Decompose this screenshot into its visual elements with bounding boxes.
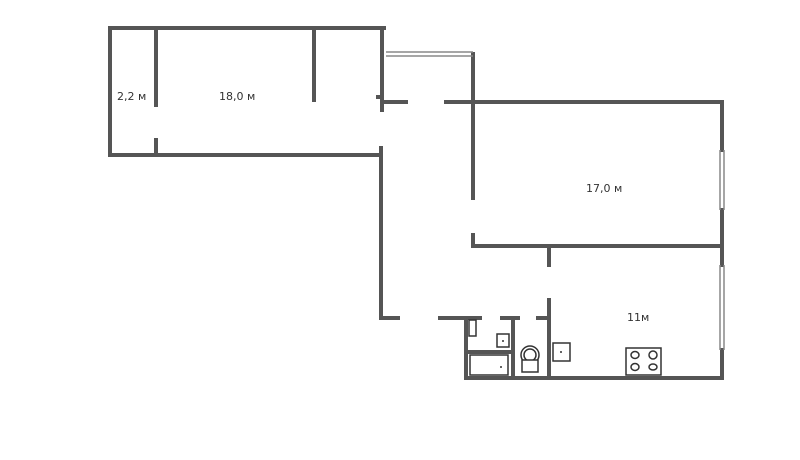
room-area-label: 11м bbox=[627, 311, 649, 324]
door-leaf bbox=[468, 319, 477, 337]
toilet-icon bbox=[520, 345, 540, 373]
fixtures bbox=[468, 319, 662, 376]
stove-icon bbox=[625, 347, 662, 376]
bathtub-icon bbox=[469, 354, 509, 376]
room-area-label: 17,0 м bbox=[586, 182, 622, 195]
walls bbox=[108, 26, 724, 380]
room-area-label: 2,2 м bbox=[117, 90, 146, 103]
room-area-label: 18,0 м bbox=[219, 90, 255, 103]
balcony bbox=[386, 51, 473, 57]
windows bbox=[719, 150, 725, 350]
